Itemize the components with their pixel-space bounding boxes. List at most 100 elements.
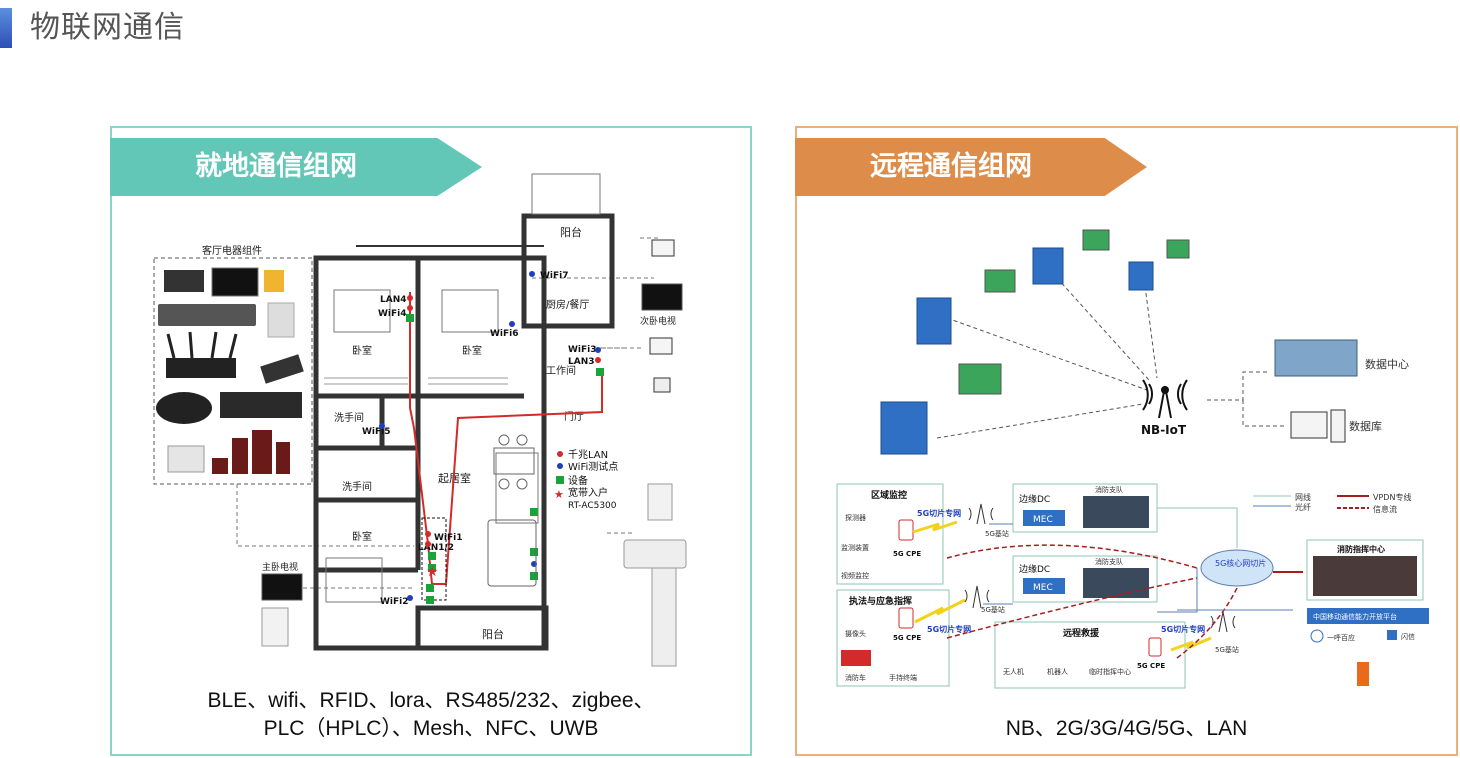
dvd-player-icon bbox=[158, 304, 256, 326]
rescue-cpe: 5G CPE bbox=[1137, 662, 1165, 670]
room-balcony-top: 阳台 bbox=[560, 225, 582, 239]
printer-icon bbox=[167, 445, 205, 473]
remote-panel-ribbon: 远程通信组网 bbox=[795, 138, 1147, 196]
tv-icon bbox=[211, 267, 259, 297]
mec-box-2 bbox=[1023, 578, 1065, 594]
label-wifi5: WiFi5 bbox=[362, 427, 391, 437]
speaker-puck-icon bbox=[156, 392, 212, 424]
purifier-icon-2 bbox=[261, 607, 289, 647]
region-cpe: 5G CPE bbox=[893, 550, 921, 558]
platform-label: 中国移动通信能力开放平台 bbox=[1313, 612, 1397, 621]
label-lan12: LAN1/2 bbox=[418, 543, 454, 553]
floor-plan-diagram: 客厅电器组件 bbox=[153, 173, 687, 667]
nbiot-tower-icon bbox=[1142, 379, 1188, 419]
flash-icon bbox=[1387, 630, 1397, 640]
speaker-left-icon bbox=[232, 438, 248, 474]
floor-plan-walls bbox=[313, 213, 615, 651]
region-monitoring-box bbox=[836, 483, 944, 585]
enforcement-item-1: 摄像头 bbox=[845, 629, 866, 638]
fire-team-image-2 bbox=[1083, 568, 1149, 598]
legend-vpdn: VPDN专线 bbox=[1373, 492, 1411, 502]
datacenter-label: 数据中心 bbox=[1365, 357, 1409, 371]
remote-network-panel: 远程通信组网 NB- bbox=[795, 126, 1458, 756]
nbiot-label: NB-IoT bbox=[1141, 423, 1187, 437]
label-wifi3: WiFi3 bbox=[568, 345, 597, 355]
legend-entry-model: RT-AC5300 bbox=[568, 501, 617, 511]
legend-entry: 宽带入户 bbox=[568, 486, 608, 499]
mec-label-1: MEC bbox=[1033, 515, 1053, 525]
master-bedroom-tv-label: 主卧电视 bbox=[262, 561, 298, 573]
edge-dc-label-1: 边缘DC bbox=[1019, 493, 1050, 505]
fire-team-image-1 bbox=[1083, 496, 1149, 528]
harddrive-icon bbox=[260, 354, 304, 384]
room-bedroom-2: 卧室 bbox=[462, 344, 482, 357]
fire-team-label-2: 消防支队 bbox=[1095, 557, 1123, 566]
enforcement-cpe-icon bbox=[898, 607, 914, 629]
room-bedroom-3: 卧室 bbox=[352, 530, 372, 543]
local-network-panel: 就地通信组网 客厅电器组件 bbox=[110, 126, 752, 756]
label-wifi7: WiFi7 bbox=[540, 271, 569, 281]
label-wifi4: WiFi4 bbox=[378, 309, 407, 319]
nas-icon bbox=[267, 302, 295, 338]
room-bath-1: 洗手间 bbox=[334, 411, 364, 424]
legend-lan: 千兆LAN bbox=[568, 449, 608, 461]
room-bedroom-1: 卧室 bbox=[352, 344, 372, 357]
enforcement-box bbox=[836, 589, 950, 687]
rescue-item-3: 临时指挥中心 bbox=[1089, 667, 1131, 676]
master-bedroom-tv-icon bbox=[261, 573, 303, 601]
edge-dc-label-2: 边缘DC bbox=[1019, 563, 1050, 575]
legend-info: 信息流 bbox=[1373, 504, 1397, 514]
label-wifi2: WiFi2 bbox=[380, 597, 409, 607]
datacenter-icon bbox=[1274, 339, 1358, 377]
router-icon bbox=[166, 358, 236, 378]
laptop-icon-2 bbox=[649, 337, 673, 355]
label-lan4: LAN4 bbox=[380, 295, 407, 305]
room-kitchen: 厨房/餐厅 bbox=[546, 298, 589, 311]
local-panel-ribbon: 就地通信组网 bbox=[110, 138, 482, 196]
region-item-2: 监测装置 bbox=[841, 543, 869, 552]
second-bedroom-tv-icon bbox=[641, 283, 683, 311]
speaker-right-icon bbox=[276, 442, 290, 474]
building-icons bbox=[880, 229, 1190, 455]
speaker-center-icon bbox=[252, 430, 272, 474]
mec-box-1 bbox=[1023, 510, 1065, 526]
label-wifi6: WiFi6 bbox=[490, 329, 519, 339]
legend-net: 网线 bbox=[1295, 492, 1311, 502]
desktop-pc-icon bbox=[653, 377, 671, 393]
settop-box-icon bbox=[164, 270, 204, 292]
database-monitor-icon bbox=[1290, 411, 1328, 439]
database-label: 数据库 bbox=[1349, 419, 1382, 433]
av-receiver-icon bbox=[220, 392, 302, 418]
speaker-yellow-icon bbox=[264, 270, 284, 292]
call-icon bbox=[1310, 629, 1324, 643]
command-center-label: 消防指挥中心 bbox=[1337, 544, 1385, 554]
enforcement-cpe: 5G CPE bbox=[893, 634, 921, 642]
svg-text:★: ★ bbox=[426, 564, 439, 580]
legend-wifi-dot bbox=[557, 463, 563, 469]
region-item-1: 探测器 bbox=[845, 513, 866, 522]
rescue-cpe-icon bbox=[1148, 637, 1162, 657]
rescue-item-2: 机器人 bbox=[1047, 667, 1068, 676]
legend-entry-star: ★ bbox=[554, 488, 564, 501]
station-label-2: 5G基站 bbox=[981, 605, 1005, 614]
legend-wifi: WiFi测试点 bbox=[568, 460, 618, 473]
slice-label-3: 5G切片专网 bbox=[1161, 624, 1205, 634]
page-title: 物联网通信 bbox=[30, 10, 185, 45]
core-network-cloud bbox=[1200, 549, 1274, 587]
firefighter-icon bbox=[1357, 662, 1369, 686]
legend-fiber: 光纤 bbox=[1295, 502, 1311, 512]
legend-device: 设备 bbox=[568, 474, 588, 487]
fire-truck-icon bbox=[841, 650, 871, 666]
projector-icon bbox=[623, 539, 687, 569]
slice-label-1: 5G切片专网 bbox=[917, 508, 961, 518]
room-workroom: 工作间 bbox=[546, 364, 576, 377]
room-balcony-bottom: 阳台 bbox=[482, 627, 504, 641]
local-caption-line1: BLE、wifi、RFID、lora、RS485/232、zigbee、 bbox=[207, 689, 655, 712]
mec-label-2: MEC bbox=[1033, 583, 1053, 593]
database-tower-icon bbox=[1330, 409, 1346, 443]
remote-panel-title: 远程通信组网 bbox=[870, 151, 1032, 182]
region-title: 区域监控 bbox=[871, 489, 907, 501]
enforcement-title: 执法与应急指挥 bbox=[849, 595, 912, 607]
core-network-label: 5G核心网切片 bbox=[1215, 558, 1266, 568]
enforcement-item-2: 消防车 bbox=[845, 673, 866, 682]
